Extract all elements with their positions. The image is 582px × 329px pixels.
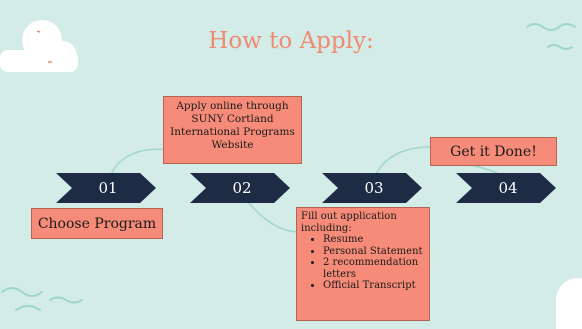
cloud-accent (36, 30, 52, 63)
step-4-box: Get it Done! (430, 137, 557, 166)
step-2-label: Apply online through SUNY Cortland Inter… (170, 100, 295, 151)
step-3-number: 03 (364, 179, 384, 197)
step-3-list: Resume Personal Statement 2 recommendati… (301, 234, 425, 292)
step-3-box: Fill out application including: Resume P… (296, 207, 430, 321)
cloud-icon (556, 278, 582, 329)
step-3-label: Fill out application including: (301, 211, 397, 234)
step-1-number: 01 (98, 179, 118, 197)
step-3-item: Official Transcript (323, 280, 425, 292)
step-2-number: 02 (232, 179, 252, 197)
step-1-label: Choose Program (37, 215, 157, 232)
step-3-item: Personal Statement (323, 246, 425, 258)
step-4-chevron: 04 (456, 173, 556, 203)
slide-title: How to Apply: (208, 28, 374, 54)
step-3-chevron: 03 (322, 173, 422, 203)
step-1-chevron: 01 (56, 173, 156, 203)
step-3-item: 2 recommendation letters (323, 257, 425, 280)
step-1-box: Choose Program (31, 208, 163, 239)
step-3-item: Resume (323, 234, 425, 246)
step-2-box: Apply online through SUNY Cortland Inter… (163, 96, 302, 164)
step-4-number: 04 (498, 179, 518, 197)
wave-icon (1, 23, 576, 311)
step-2-chevron: 02 (190, 173, 290, 203)
cloud-icon (0, 20, 78, 72)
step-4-label: Get it Done! (450, 143, 537, 160)
